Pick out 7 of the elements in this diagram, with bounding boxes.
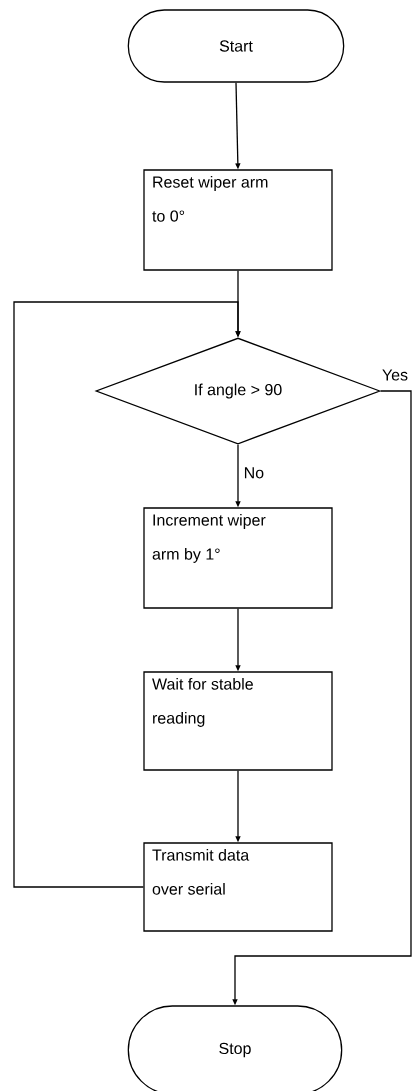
arrow	[13, 301, 241, 888]
process-box: Transmit data over serial	[143, 842, 333, 932]
process-box: Increment wiper arm by 1°	[143, 507, 333, 609]
edge-label: No	[242, 466, 266, 480]
process-box: Reset wiper arm to 0°	[143, 169, 333, 271]
edge-label: Yes	[380, 368, 410, 382]
process-box: Wait for stable reading	[143, 671, 333, 771]
